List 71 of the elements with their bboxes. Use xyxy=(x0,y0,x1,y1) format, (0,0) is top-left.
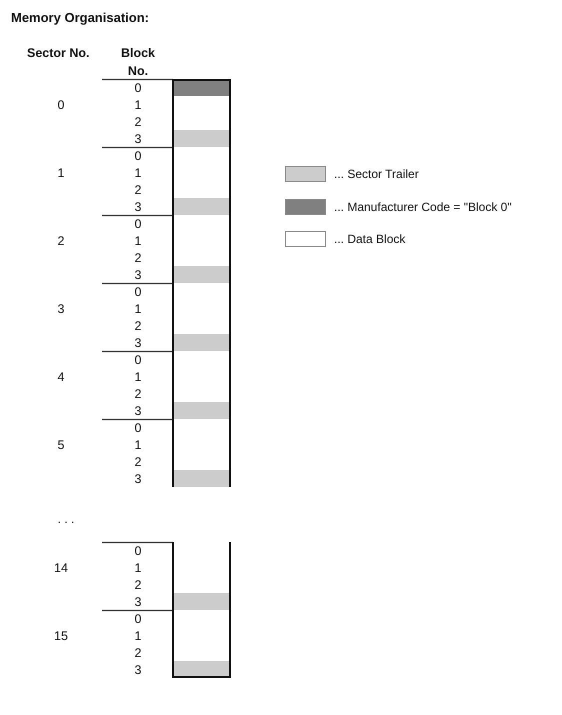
sector-trailer-block xyxy=(172,402,231,419)
data-block xyxy=(172,453,231,470)
block-number: 0 xyxy=(134,148,142,164)
data-block xyxy=(172,419,231,436)
block-number: 2 xyxy=(134,644,142,662)
data-block xyxy=(172,644,231,661)
block-number: 3 xyxy=(134,334,142,352)
sector-number: 0 xyxy=(56,96,66,112)
data-block xyxy=(172,576,231,593)
block-number: 0 xyxy=(134,80,142,96)
data-block xyxy=(172,351,231,368)
legend-label: ... Manufacturer Code = "Block 0" xyxy=(334,199,512,215)
block-number: 3 xyxy=(134,198,142,216)
data-block xyxy=(172,147,231,164)
sector-trailer-block xyxy=(172,130,231,147)
block-number: 0 xyxy=(134,542,142,560)
block-number: 3 xyxy=(134,130,142,148)
sector-trailer-block xyxy=(172,470,231,487)
data-block xyxy=(172,610,231,627)
data-block xyxy=(172,249,231,266)
block-number: 0 xyxy=(134,610,142,628)
data-block xyxy=(172,96,231,113)
data-block xyxy=(172,215,231,232)
block-number: 1 xyxy=(134,164,142,182)
block-number: 2 xyxy=(134,114,142,130)
block-number: 1 xyxy=(134,560,142,576)
block-number: 2 xyxy=(134,318,142,334)
diagram-title: Memory Organisation: xyxy=(11,10,149,26)
block-number: 1 xyxy=(134,436,142,454)
sector-number: 1 xyxy=(56,164,66,180)
ellipsis: . . . xyxy=(56,511,76,527)
block-number: 3 xyxy=(134,470,142,488)
sector-trailer-block xyxy=(172,198,231,215)
block-number: 2 xyxy=(134,182,142,198)
sector-number: 14 xyxy=(53,560,69,576)
block-number: 1 xyxy=(134,368,142,386)
block-number: 1 xyxy=(134,232,142,250)
data-block xyxy=(172,385,231,402)
block-number: 3 xyxy=(134,402,142,420)
block-number: 3 xyxy=(134,594,142,610)
block-number: 2 xyxy=(134,250,142,266)
block-number: 2 xyxy=(134,576,142,594)
data-block xyxy=(172,317,231,334)
block-number: 0 xyxy=(134,352,142,368)
sector-number: 5 xyxy=(56,436,66,452)
sector-trailer-block xyxy=(172,334,231,351)
sector-trailer-block xyxy=(172,593,231,610)
column-header: Sector No. xyxy=(27,45,90,61)
sector-trailer-block xyxy=(172,266,231,283)
legend-label: ... Sector Trailer xyxy=(334,166,419,182)
block-number: 1 xyxy=(134,96,142,114)
sector-number: 15 xyxy=(53,628,69,644)
data-block xyxy=(172,181,231,198)
block-number: 3 xyxy=(134,662,142,678)
block-number: 1 xyxy=(134,628,142,644)
legend-label: ... Data Block xyxy=(334,231,406,247)
column-header: Block No. xyxy=(120,45,156,80)
block-number: 1 xyxy=(134,300,142,318)
sector-number: 4 xyxy=(56,368,66,384)
sector-number: 2 xyxy=(56,232,66,248)
sector-number: 3 xyxy=(56,300,66,316)
block-number: 3 xyxy=(134,266,142,284)
block-number: 0 xyxy=(134,216,142,232)
sector-trailer-block xyxy=(172,661,231,678)
block-number: 0 xyxy=(134,284,142,300)
block-number: 2 xyxy=(134,386,142,402)
manufacturer-code-block xyxy=(172,79,231,96)
data-block xyxy=(172,283,231,300)
block-number: 2 xyxy=(134,454,142,470)
block-number: 0 xyxy=(134,420,142,436)
data-block xyxy=(172,113,231,130)
